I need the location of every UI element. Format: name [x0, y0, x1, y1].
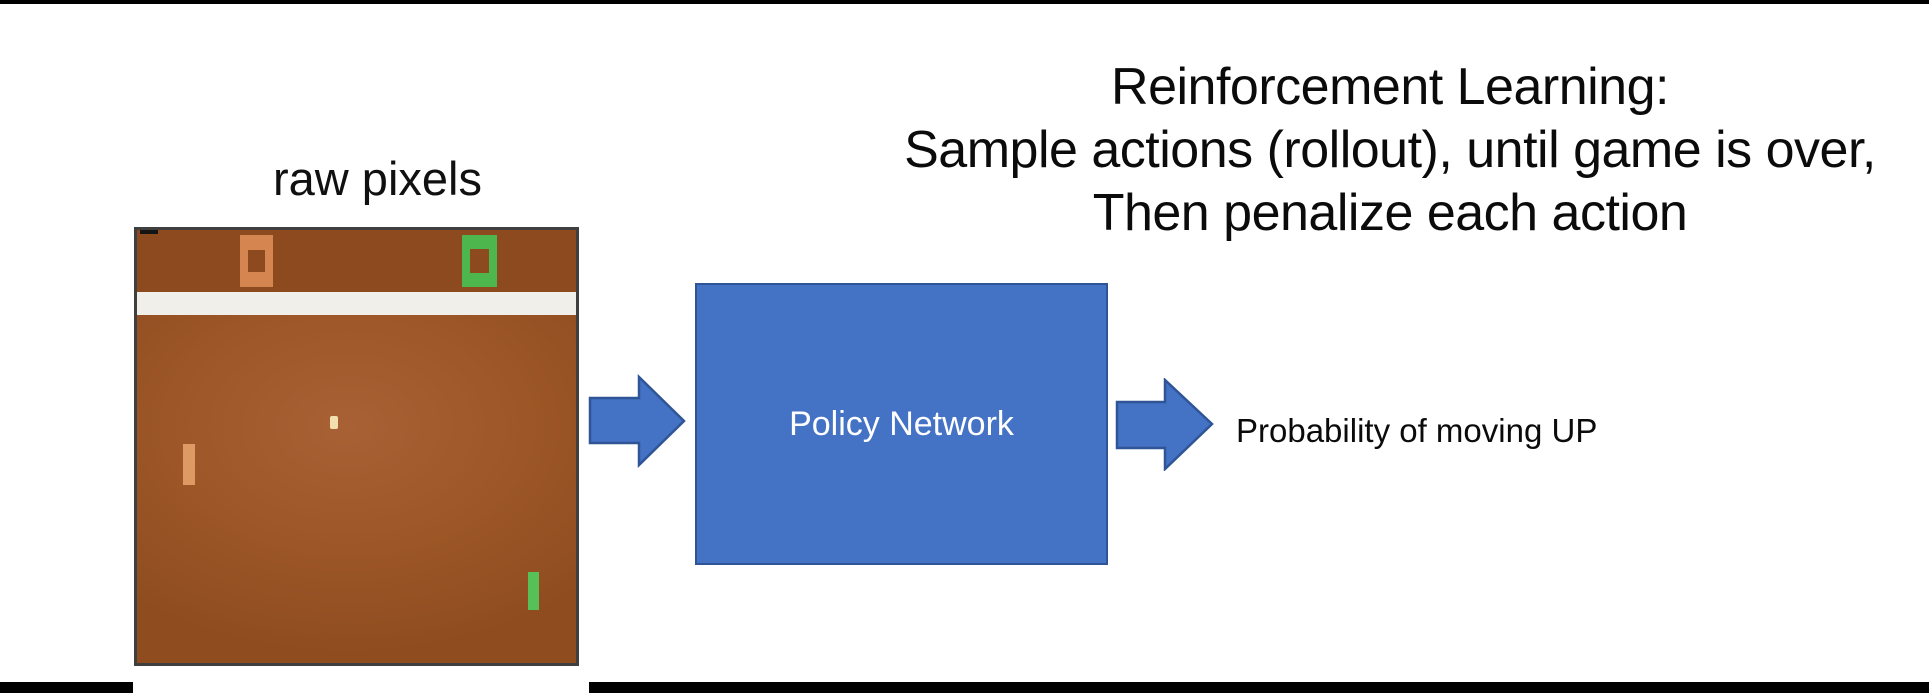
bottom-black-bar: [0, 682, 1929, 693]
title-line-1: Reinforcement Learning:: [1111, 58, 1669, 116]
raw-pixels-label: raw pixels: [273, 152, 482, 205]
corner-artifact: [140, 230, 158, 234]
slide-title: Reinforcement Learning: Sample actions (…: [790, 56, 1929, 245]
policy-network-box: Policy Network: [695, 283, 1108, 565]
playfield: [137, 315, 576, 663]
title-line-2: Sample actions (rollout), until game is …: [904, 121, 1876, 179]
output-arrow-icon: [1115, 378, 1214, 471]
right-player-score-digit: [462, 235, 497, 287]
left-player-score-digit: [240, 235, 273, 287]
title-line-3: Then penalize each action: [1092, 184, 1688, 242]
policy-network-label: Policy Network: [789, 404, 1014, 443]
score-area: [137, 230, 576, 292]
pong-game-frame: [134, 227, 579, 666]
input-arrow-icon: [588, 374, 686, 468]
right-paddle: [528, 572, 539, 610]
game-image-white-margin: [133, 666, 589, 693]
top-black-bar: [0, 0, 1929, 4]
ball: [330, 416, 338, 429]
left-paddle: [183, 444, 195, 485]
output-probability-label: Probability of moving UP: [1236, 412, 1598, 449]
top-wall: [137, 292, 576, 315]
